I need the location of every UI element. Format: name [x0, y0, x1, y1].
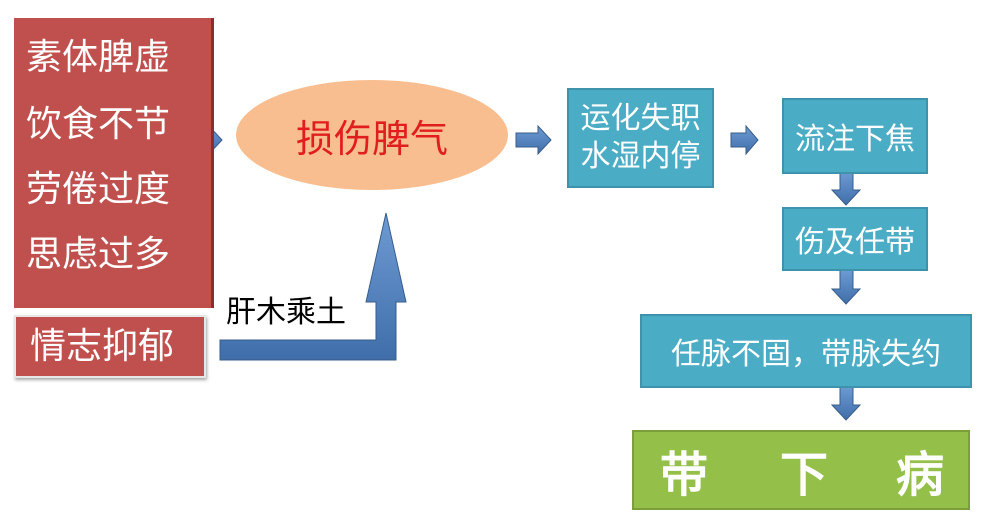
arrow-spleen-to-step1: [515, 124, 552, 156]
emotion-box: 情志抑郁: [14, 315, 206, 378]
liver-label: 肝木乘土: [226, 295, 346, 330]
step2-text: 流注下焦: [795, 122, 915, 157]
spleen-damage-text: 损伤脾气: [295, 116, 448, 161]
step3-box: 伤及任带: [782, 207, 928, 271]
cause-4: 思虑过多: [26, 234, 171, 275]
emotion-text: 情志抑郁: [30, 326, 175, 367]
step1-line-2: 水湿内停: [580, 139, 701, 174]
step3-text: 伤及任带: [795, 225, 915, 260]
result-char-2: 下: [780, 447, 829, 503]
result-char-3: 病: [896, 447, 945, 503]
arrow-step4-to-result: [830, 385, 862, 421]
step1-box: 运化失职 水湿内停: [567, 88, 714, 188]
arrow-step3-to-step4: [830, 269, 862, 305]
cause-2: 饮食不节: [26, 104, 171, 145]
result-box: 带 下 病: [632, 430, 970, 510]
causes-box: 素体脾虚 饮食不节 劳倦过度 思虑过多: [14, 18, 214, 308]
cause-1: 素体脾虚: [26, 37, 171, 78]
spleen-damage-ellipse: 损伤脾气: [236, 80, 508, 190]
arrow-step2-to-step3: [830, 171, 862, 206]
step4-text: 任脉不固，带脉失约: [671, 337, 941, 372]
step4-box: 任脉不固，带脉失约: [640, 314, 972, 388]
arrow-step1-to-step2: [730, 124, 759, 156]
step1-line-1: 运化失职: [580, 101, 701, 136]
step2-box: 流注下焦: [782, 98, 928, 174]
arrow-emotion-to-spleen: [219, 212, 407, 361]
cause-3: 劳倦过度: [26, 169, 171, 210]
result-char-1: 带: [660, 447, 709, 503]
